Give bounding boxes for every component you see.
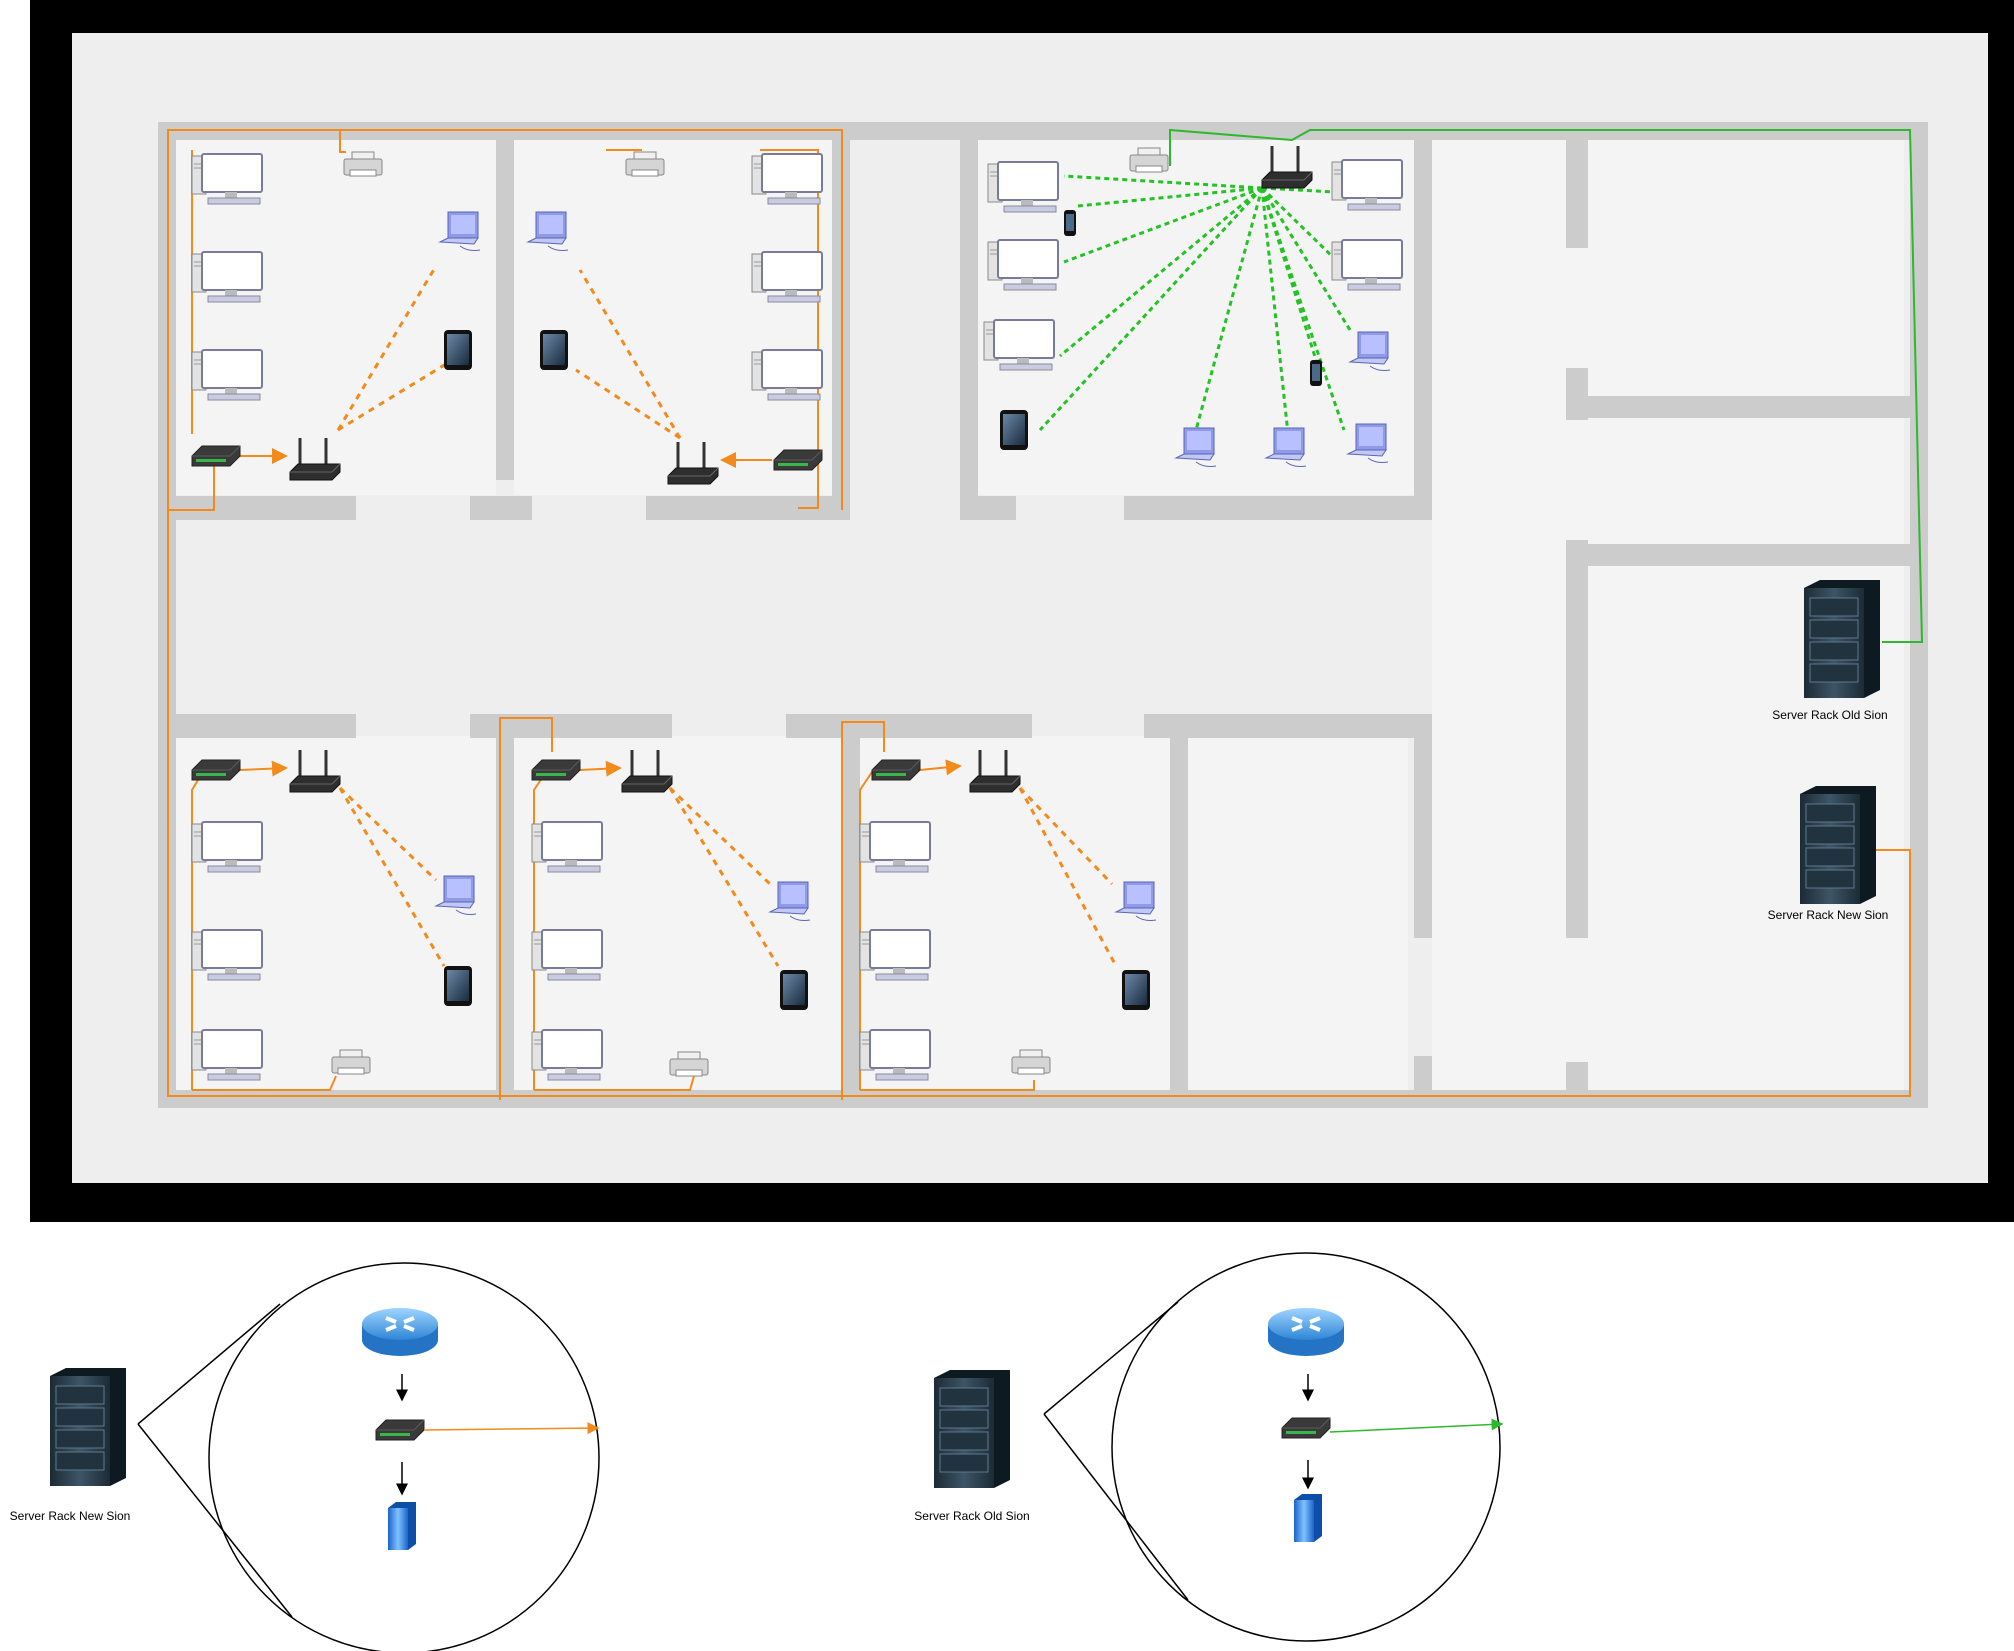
switch-icon[interactable] bbox=[871, 759, 921, 781]
server-rack-old-label: Server Rack Old Sion bbox=[1772, 708, 1887, 722]
old-sion-uplink bbox=[1169, 128, 1924, 643]
switch-icon[interactable] bbox=[1281, 1417, 1331, 1439]
wired-network-links bbox=[167, 129, 1911, 1100]
detail-rack-new-label: Server Rack New Sion bbox=[10, 1509, 131, 1523]
zoom-circle bbox=[208, 1262, 600, 1651]
wireless-links-old-sion bbox=[1038, 174, 1352, 435]
new-sion-uplink-arrow bbox=[423, 1422, 600, 1435]
smartphone-icon[interactable] bbox=[1310, 360, 1322, 386]
tablet-icon[interactable] bbox=[444, 966, 472, 1006]
detail-view-new-sion: Server Rack New Sion bbox=[10, 1262, 600, 1651]
server-rack-icon[interactable] bbox=[933, 1369, 1011, 1489]
switch-icon[interactable] bbox=[773, 449, 823, 471]
switch-icon[interactable] bbox=[531, 759, 581, 781]
tablet-icon[interactable] bbox=[1000, 410, 1028, 450]
wireless-links-new-sion bbox=[336, 265, 1118, 967]
smartphone-icon[interactable] bbox=[1064, 210, 1076, 236]
tablet-icon[interactable] bbox=[780, 970, 808, 1010]
tablet-icon[interactable] bbox=[540, 330, 568, 370]
tablet-icon[interactable] bbox=[1122, 970, 1150, 1010]
zoom-line bbox=[1043, 1301, 1179, 1415]
server-rack-icon[interactable] bbox=[1803, 579, 1881, 699]
zoom-circle bbox=[1111, 1252, 1501, 1642]
server-icon[interactable] bbox=[1294, 1494, 1322, 1542]
server-rack-new-sion[interactable]: Server Rack New Sion bbox=[1768, 785, 1889, 922]
zoom-line bbox=[137, 1303, 281, 1425]
server-icon[interactable] bbox=[388, 1502, 416, 1550]
server-rack-new-label: Server Rack New Sion bbox=[1768, 908, 1889, 922]
zoom-line bbox=[137, 1423, 293, 1618]
server-rack-icon[interactable] bbox=[49, 1367, 127, 1487]
switch-icon[interactable] bbox=[191, 445, 241, 467]
router-icon[interactable] bbox=[1266, 1306, 1346, 1358]
detail-view-old-sion: Server Rack Old Sion bbox=[914, 1252, 1504, 1642]
router-icon[interactable] bbox=[360, 1306, 440, 1358]
zoom-line bbox=[1043, 1413, 1189, 1601]
old-sion-uplink-arrow bbox=[1329, 1418, 1504, 1433]
switch-icon[interactable] bbox=[191, 759, 241, 781]
server-rack-icon[interactable] bbox=[1799, 785, 1877, 905]
walls bbox=[158, 122, 1928, 1108]
server-rack-old-sion[interactable]: Server Rack Old Sion bbox=[1772, 579, 1888, 722]
tablet-icon[interactable] bbox=[444, 330, 472, 370]
detail-rack-old-label: Server Rack Old Sion bbox=[914, 1509, 1029, 1523]
switch-icon[interactable] bbox=[375, 1419, 425, 1441]
